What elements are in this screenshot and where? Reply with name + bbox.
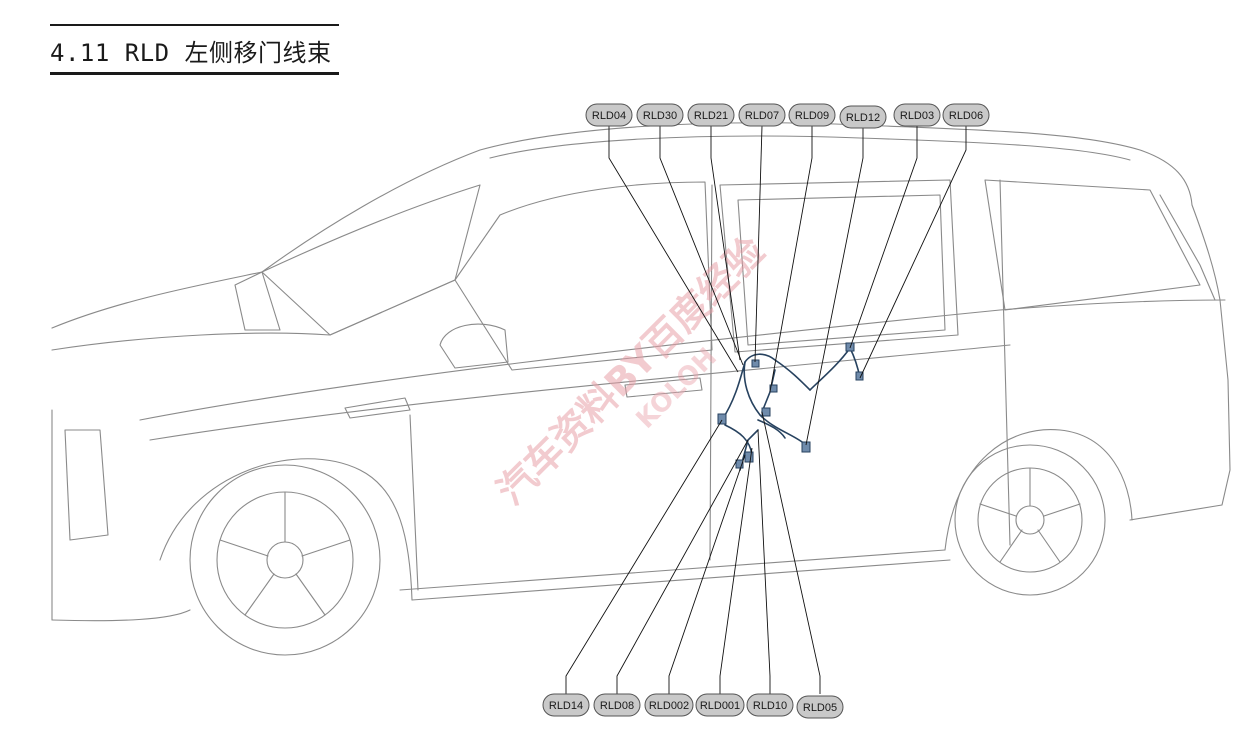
leader-rld05 [761,411,821,694]
callout-rld03-label: RLD03 [900,110,934,122]
callout-rld08[interactable]: RLD08 [593,693,641,717]
callout-rld03[interactable]: RLD03 [893,103,941,127]
callout-rld30[interactable]: RLD30 [636,103,684,127]
callout-rld04-label: RLD04 [592,110,626,122]
callout-rld05-label: RLD05 [803,702,837,714]
callout-rld002-label: RLD002 [649,700,689,712]
callout-rld001[interactable]: RLD001 [695,693,745,717]
callout-rld30-label: RLD30 [643,110,677,122]
callout-rld002[interactable]: RLD002 [644,693,694,717]
callout-rld07[interactable]: RLD07 [738,103,786,127]
leader-rld07 [754,125,763,363]
leader-rld12 [805,126,864,446]
section-header: 4.11 RLD 左侧移门线束 [50,24,339,75]
callout-rld001-label: RLD001 [700,700,740,712]
callout-rld21[interactable]: RLD21 [687,103,735,127]
callout-rld12-label: RLD12 [846,112,880,124]
callout-rld10-label: RLD10 [753,700,787,712]
callout-rld14-label: RLD14 [549,700,583,712]
leader-rld001 [719,447,753,694]
leader-rld14 [565,419,723,694]
leader-lines [565,125,967,694]
leader-rld04 [608,126,739,373]
callout-rld12[interactable]: RLD12 [839,105,887,129]
callout-rld08-label: RLD08 [600,700,634,712]
callout-rld14[interactable]: RLD14 [542,693,590,717]
callout-rld05[interactable]: RLD05 [796,695,844,719]
vehicle-line-art [51,122,1231,656]
callout-rld07-label: RLD07 [745,110,779,122]
leader-rld03 [849,126,918,349]
header-rule-bottom [50,72,339,75]
callout-rld21-label: RLD21 [694,110,728,122]
leader-rld30 [659,126,744,366]
leader-rld09 [769,126,813,393]
page-title: 4.11 RLD 左侧移门线束 [50,39,332,67]
callout-rld06[interactable]: RLD06 [942,103,990,127]
leader-rld10 [757,429,771,694]
leader-rld002 [668,454,746,694]
leader-rld06 [859,126,967,379]
leader-rld21 [710,126,741,361]
callout-rld09[interactable]: RLD09 [788,103,836,127]
callout-rld10[interactable]: RLD10 [746,693,794,717]
header-rule-top [50,24,339,26]
bottom-callouts: RLD14 RLD08 RLD002 RLD001 RLD10 RLD05 [542,693,844,719]
callout-rld04[interactable]: RLD04 [585,103,633,127]
watermark-text: 汽车资料BY百度经验 [489,229,774,514]
harness-connectors [717,342,864,469]
watermark: 汽车资料BY百度经验 KOLOH [489,229,774,514]
leader-rld08 [616,439,749,694]
callout-rld06-label: RLD06 [949,110,983,122]
top-callouts: RLD04 RLD30 RLD21 RLD07 RLD09 RLD12 RLD0… [585,103,990,129]
callout-rld09-label: RLD09 [795,110,829,122]
